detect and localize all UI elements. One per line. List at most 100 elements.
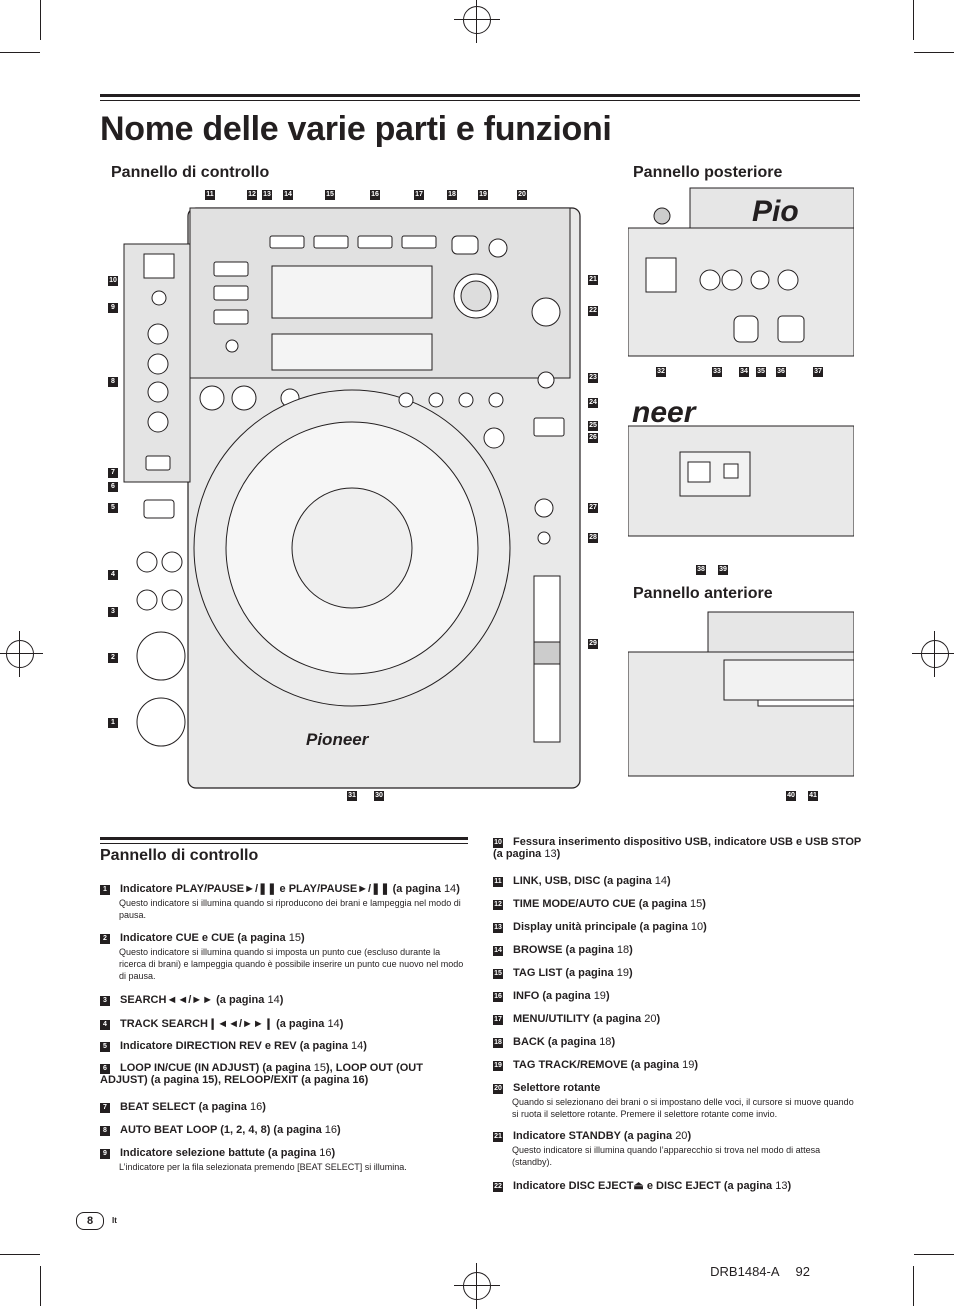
control-panel-heading: Pannello di controllo: [111, 164, 270, 181]
item-title: AUTO BEAT LOOP (1, 2, 4, 8) (a pagina: [120, 1124, 325, 1136]
item-close: ): [694, 1059, 699, 1071]
item-close: ): [279, 994, 284, 1006]
item-number: 12: [493, 900, 503, 910]
callout-36: 36: [776, 367, 786, 377]
registration-mark: [454, 0, 500, 43]
item-number: 19: [493, 1061, 503, 1071]
callout-21: 21: [588, 275, 598, 285]
crop-mark: [914, 52, 954, 53]
item-number: 9: [100, 1149, 110, 1159]
item-close: ): [702, 898, 706, 910]
item-title: TAG TRACK/REMOVE (a pagina: [513, 1059, 683, 1071]
crop-mark: [913, 1266, 914, 1306]
item-title: TRACK SEARCH❙◄◄/►►❙ (a pagina: [120, 1018, 328, 1030]
item-page-ref: 19: [593, 990, 606, 1002]
front-panel-diagram: [628, 611, 854, 777]
title-rule-thin: [100, 100, 860, 101]
item-page-ref: 15: [288, 932, 301, 944]
brand-logo: Pioneer: [306, 730, 369, 749]
item-page-ref: 19: [616, 967, 629, 979]
item-close: ): [331, 1147, 336, 1159]
rear-panel-heading: Pannello posteriore: [633, 164, 783, 181]
section-rule: [100, 837, 468, 840]
item-close: ): [262, 1101, 266, 1113]
callout-3: 3: [108, 607, 118, 617]
callout-15: 15: [325, 190, 335, 200]
section-heading: Pannello di controllo: [100, 847, 259, 864]
callout-38: 38: [696, 565, 706, 575]
callout-39: 39: [718, 565, 728, 575]
item-title: Indicatore DIRECTION REV e REV (a pagina: [120, 1040, 352, 1052]
item-page-ref: 15: [313, 1062, 326, 1074]
item-page-ref: 15: [690, 898, 703, 910]
item-page-ref: 10: [690, 921, 704, 933]
item-page-ref: 14: [443, 883, 457, 895]
item-number: 14: [493, 946, 503, 956]
item-page-ref: 14: [654, 875, 668, 887]
callout-14: 14: [283, 190, 293, 200]
item-number: 2: [100, 934, 110, 944]
crop-mark: [0, 52, 40, 53]
item-page-ref: 16: [249, 1101, 263, 1113]
callout-1: 1: [108, 718, 118, 728]
item-number: 8: [100, 1126, 110, 1136]
crop-mark: [0, 1254, 40, 1255]
item-number: 3: [100, 996, 110, 1006]
item-close: ): [656, 1013, 661, 1025]
registration-mark: [912, 631, 954, 677]
front-panel-heading: Pannello anteriore: [633, 585, 773, 602]
crop-mark: [914, 1254, 954, 1255]
item-page-ref: 19: [682, 1059, 695, 1071]
callout-37: 37: [813, 367, 823, 377]
callout-19: 19: [478, 190, 488, 200]
item-description: Questo indicatore si illumina quando si …: [119, 898, 461, 920]
item-number: 11: [493, 877, 503, 887]
language-code: It: [112, 1216, 117, 1225]
callout-25: 25: [588, 421, 598, 431]
page-title: Nome delle varie parti e funzioni: [100, 110, 612, 148]
item-page-ref: 13: [775, 1180, 788, 1192]
item-title: BACK (a pagina: [513, 1036, 600, 1048]
callout-5: 5: [108, 503, 118, 513]
callout-6: 6: [108, 482, 118, 492]
item-close: ): [687, 1130, 692, 1142]
rear-panel-lan-diagram: [628, 425, 854, 537]
item-close: ): [300, 932, 305, 944]
item-page-ref: 13: [544, 848, 557, 860]
callout-23: 23: [588, 373, 598, 383]
callout-16: 16: [370, 190, 380, 200]
callout-29: 29: [588, 639, 598, 649]
item-title: Indicatore DISC EJECT⏏ e DISC EJECT (a p…: [513, 1180, 776, 1192]
callout-9: 9: [108, 303, 118, 313]
item-close: ): [667, 875, 671, 887]
callout-10: 10: [108, 276, 118, 286]
item-close: ): [787, 1180, 792, 1192]
item-close: ): [556, 848, 561, 860]
item-page-ref: 14: [267, 994, 280, 1006]
item-number: 15: [493, 969, 503, 979]
crop-mark: [913, 0, 914, 40]
item-description: Questo indicatore si illumina quando si …: [119, 947, 464, 981]
callout-4: 4: [108, 570, 118, 580]
item-title: LINK, USB, DISC (a pagina: [513, 875, 655, 887]
item-title: TAG LIST (a pagina: [513, 967, 617, 979]
item-title: BROWSE (a pagina: [513, 944, 617, 956]
item-number: 20: [493, 1084, 503, 1094]
callout-22: 22: [588, 306, 598, 316]
callout-11: 11: [205, 190, 215, 200]
item-page-ref: 14: [351, 1040, 364, 1052]
item-page-ref: 18: [616, 944, 630, 956]
item-number: 16: [493, 992, 503, 1002]
item-number: 1: [100, 885, 110, 895]
item-title: LOOP IN/CUE (IN ADJUST) (a pagina: [120, 1062, 314, 1074]
